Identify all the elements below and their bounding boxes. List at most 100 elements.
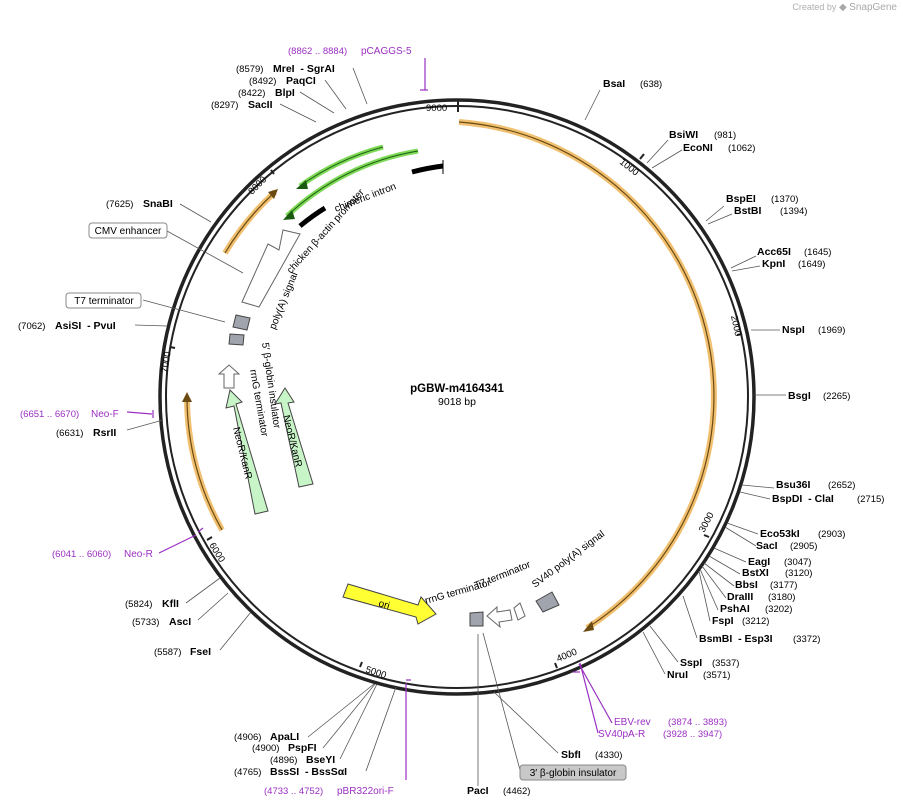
- enzyme-bsmbi-esp3i-pos: (3372): [793, 634, 820, 645]
- enzyme-snabi-pos: (7625): [106, 199, 133, 210]
- primer-pbr322ori-f: pBR322ori-F: [337, 786, 394, 797]
- orf-arc-neo: [184, 397, 225, 532]
- small-feature-arrow: [513, 602, 526, 621]
- enzyme-kfli-pos: (5824): [125, 599, 152, 610]
- label-t7-terminator-bottom: T7 terminator: [473, 559, 533, 592]
- enzyme-bstbi: BstBI: [734, 205, 762, 217]
- enzyme-rsrii-pos: (6631): [56, 428, 83, 439]
- enzyme-asci-pos: (5733): [132, 617, 159, 628]
- tick-mark-7000: [169, 346, 176, 349]
- primer-neo-f: Neo-F: [91, 409, 119, 420]
- enzyme-bsiwi: BsiWI: [669, 129, 698, 141]
- neor-kanr-arrow-2: [273, 387, 314, 488]
- label-sv40-polya-signal: SV40 poly(A) signal: [530, 529, 607, 591]
- promoter-black-bar: [298, 205, 327, 228]
- enzyme-fspi-pos: (3212): [742, 616, 769, 627]
- primer-pbr322ori-f-pos: (4733 .. 4752): [264, 786, 323, 797]
- tick-3000: 3000: [697, 511, 717, 535]
- globin-insulator-label-box: [519, 764, 627, 781]
- primer-sv40pa-r-pos: (3928 .. 3947): [663, 729, 722, 740]
- enzyme-eagi-pos: (3047): [784, 557, 811, 568]
- t7-terminator-arrow: [486, 605, 513, 629]
- polya-signal-arrow: [241, 229, 301, 308]
- enzyme-bsssi-bsssai: BssSI - BssSαI: [270, 766, 347, 778]
- enzyme-kfli: KflI: [162, 598, 179, 610]
- enzyme-eco53ki: Eco53kI: [760, 528, 800, 540]
- tick-9000: 9000: [426, 103, 447, 114]
- enzyme-bsu36i-pos: (2652): [828, 480, 855, 491]
- tick-7000: 7000: [159, 351, 174, 374]
- enzyme-asisi-pvui: AsiSI - PvuI: [55, 320, 116, 332]
- primer-pcaggs5: pCAGGS-5: [361, 46, 412, 57]
- cmv-enhancer-label: CMV enhancer: [95, 226, 162, 237]
- enzyme-kpni: KpnI: [762, 258, 785, 270]
- t7-terminator-label: T7 terminator: [74, 296, 134, 307]
- credit-brand: SnapGene: [849, 2, 897, 13]
- enzyme-labels: BsaI (638) BsiWI (981) EcoNI (1062) BspE…: [18, 63, 884, 797]
- globin-insulator-arrow: [217, 364, 241, 389]
- enzyme-pshai: PshAI: [720, 603, 750, 615]
- enzyme-paqci-pos: (8492): [249, 76, 276, 87]
- enzyme-nrui-pos: (3571): [703, 670, 730, 681]
- enzyme-sacii-pos: (8297): [211, 100, 238, 111]
- plasmid-name: pGBW-m4164341: [410, 383, 504, 395]
- enzyme-pspfi-pos: (4900): [252, 743, 279, 754]
- primer-ebv-rev-pos: (3874 .. 3893): [668, 717, 727, 728]
- enzyme-bseyi: BseYI: [306, 754, 335, 766]
- enzyme-bstxi: BstXI: [742, 567, 769, 579]
- enzyme-fspi: FspI: [712, 615, 734, 627]
- enzyme-fsei-pos: (5587): [154, 647, 181, 658]
- credit-prefix: Created by: [792, 2, 837, 12]
- sv40-polya-box: [535, 591, 560, 613]
- enzyme-bspdi-clai-pos: (2715): [857, 494, 884, 505]
- snapgene-logo-icon: ◆: [838, 2, 847, 13]
- enzyme-fsei: FseI: [190, 646, 211, 658]
- enzyme-bsssi-pos: (4765): [234, 767, 261, 778]
- enzyme-bsai: BsaI: [603, 78, 625, 90]
- enzyme-bsu36i: Bsu36I: [776, 479, 811, 491]
- primer-ebv-rev: EBV-rev: [614, 717, 651, 728]
- primer-neo-f-pos: (6651 .. 6670): [20, 409, 79, 420]
- primer-neo-r: Neo-R: [124, 549, 153, 560]
- enzyme-bstbi-pos: (1394): [780, 206, 807, 217]
- primer-pcaggs5-pos: (8862 .. 8884): [288, 46, 347, 57]
- snapgene-credit: Created by ◆ SnapGene: [792, 2, 897, 13]
- enzyme-bsmbi-esp3i: BsmBI - Esp3I: [699, 633, 773, 645]
- plasmid-size: 9018 bp: [438, 396, 476, 408]
- enzyme-mrei-sgrai-pos: (8579): [236, 64, 263, 75]
- enzyme-nspi: NspI: [782, 324, 805, 336]
- tick-mark-3000: [703, 534, 710, 538]
- enzyme-sspi-pos: (3537): [712, 658, 739, 669]
- inner-features: [217, 144, 560, 629]
- enzyme-apali: ApaLI: [270, 731, 299, 743]
- enzyme-draiii: DraIII: [727, 591, 753, 603]
- t7-terminator-box: [232, 314, 251, 331]
- enzyme-nspi-pos: (1969): [818, 325, 845, 336]
- enzyme-bsgi-pos: (2265): [823, 391, 850, 402]
- rrng-terminator-box: [469, 611, 484, 627]
- enzyme-asci: AscI: [169, 616, 191, 628]
- ori-arrow: [342, 583, 437, 625]
- enzyme-draiii-pos: (3180): [768, 592, 795, 603]
- enzyme-acc65i-pos: (1645): [804, 247, 831, 258]
- enzyme-econi: EcoNI: [683, 142, 713, 154]
- enzyme-bspei: BspEI: [726, 193, 756, 205]
- enzyme-blpi: BlpI: [275, 87, 295, 99]
- enzyme-bbsi: BbsI: [735, 579, 758, 591]
- enzyme-eco53ki-pos: (2903): [818, 529, 845, 540]
- enzyme-bsgi: BsgI: [788, 390, 811, 402]
- promoter-arc-2-line: [286, 150, 419, 217]
- orf-arc-large-arrowhead: [583, 621, 594, 632]
- enzyme-pshai-pos: (3202): [765, 604, 792, 615]
- tick-mark-5000: [359, 661, 363, 668]
- enzyme-acc65i: Acc65I: [757, 246, 791, 258]
- terminator-box-2: [228, 333, 245, 346]
- enzyme-saci-pos: (2905): [790, 541, 817, 552]
- enzyme-bstxi-pos: (3120): [785, 568, 812, 579]
- tick-mark-6000: [206, 536, 213, 541]
- promoter-arc-1-arrowhead: [296, 180, 308, 189]
- enzyme-apali-pos: (4906): [234, 732, 261, 743]
- orf-arc-neo-arrowhead: [182, 392, 192, 402]
- promoter-arc-1: [298, 144, 384, 189]
